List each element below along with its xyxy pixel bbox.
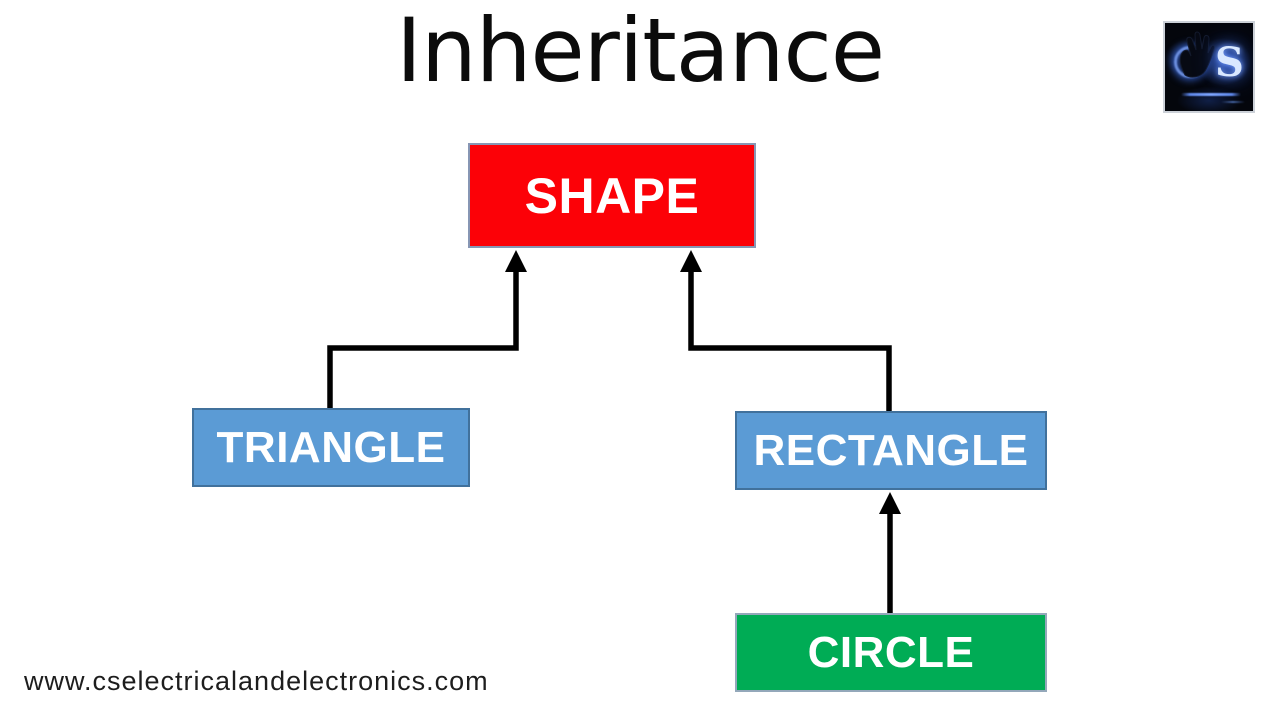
- logo-letter-s: S: [1215, 39, 1244, 86]
- node-shape-label: SHAPE: [524, 167, 700, 224]
- node-shape: SHAPE: [468, 143, 756, 248]
- node-rectangle-label: RECTANGLE: [753, 425, 1029, 475]
- arrowhead-icon: [879, 492, 901, 514]
- edge-triangle-to-shape: [327, 250, 527, 409]
- node-rectangle: RECTANGLE: [735, 411, 1047, 490]
- logo-small-text: [1221, 101, 1245, 103]
- hand-silhouette-icon: [1179, 31, 1215, 78]
- node-circle-label: CIRCLE: [807, 627, 975, 677]
- edge-rectangle-to-shape: [680, 250, 892, 412]
- cs-logo: S: [1163, 21, 1255, 113]
- logo-tagline-script: [1181, 93, 1241, 96]
- node-circle: CIRCLE: [735, 613, 1047, 692]
- edge-circle-to-rectangle: [879, 492, 901, 614]
- page-title: Inheritance: [396, 0, 885, 102]
- footer-website-url: www.cselectricalandelectronics.com: [24, 666, 489, 696]
- arrowhead-icon: [505, 250, 527, 272]
- node-triangle: TRIANGLE: [192, 408, 470, 487]
- node-triangle-label: TRIANGLE: [216, 422, 446, 472]
- arrowhead-icon: [680, 250, 702, 272]
